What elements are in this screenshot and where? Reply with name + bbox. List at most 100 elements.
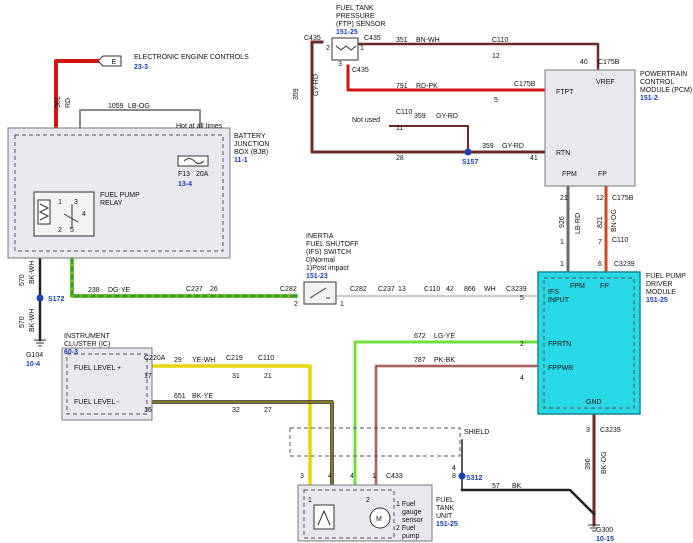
pcm-ftpt: FTPT — [556, 89, 574, 96]
pin-2-ftp: 2 — [326, 45, 330, 52]
pin-6: 6 — [598, 261, 602, 268]
pin-4-fppwr: 4 — [520, 375, 524, 382]
wire-dgye-label: DG-YE — [108, 287, 131, 294]
motor-icon — [369, 507, 391, 529]
wire-bnwh-351 — [350, 42, 600, 70]
splice-s172: S172 — [48, 296, 64, 303]
ftu-legend-4: 2 Fuel — [396, 525, 416, 532]
pin-672: 672 — [414, 333, 426, 340]
splice-icon — [36, 294, 44, 302]
pin-361: 361 — [55, 96, 62, 108]
pin-4-ftu: 4 — [328, 473, 332, 480]
fuse-amp: 20A — [196, 171, 209, 178]
pin-821: 821 — [597, 216, 604, 228]
wire-gyrd-1: GY-RD — [313, 74, 320, 96]
pin-866: 866 — [464, 286, 476, 293]
pin-1-ftp: 1 — [360, 45, 364, 52]
pin-791: 791 — [396, 83, 408, 90]
powertrain-control-module — [544, 69, 636, 187]
pin-396: 396 — [585, 458, 592, 470]
switch-icon — [309, 287, 330, 299]
wire-bkog-label: BK-OG — [601, 451, 608, 474]
pin-48b: 8 — [452, 473, 456, 480]
pin-32: 32 — [232, 407, 240, 414]
wire-rdpk-label: RD-PK — [416, 83, 438, 90]
relay-name-2: RELAY — [100, 200, 123, 207]
pin-3-ftp: 3 — [338, 61, 342, 68]
wire-pkbk-787 — [374, 364, 542, 487]
splice-s312-label: S312 — [466, 475, 482, 482]
conn-c435b: C435 — [364, 35, 381, 42]
pin-2-fprtn: 2 — [520, 341, 524, 348]
pin-21: 21 — [560, 195, 568, 202]
conn-c110b: C110 — [396, 109, 412, 116]
wire-lbog-label: LB-OG — [128, 103, 150, 110]
ftu-legend-5: pump — [402, 533, 420, 540]
fpdm-ifs-1: IFS — [548, 289, 559, 296]
g104-name: G104 — [26, 352, 43, 359]
wire-wh-label: WH — [484, 286, 496, 293]
fpdm-name-1: FUEL PUMP — [646, 273, 686, 280]
pin-4-ftu-b: 4 — [350, 473, 354, 480]
not-used: Not used — [352, 117, 380, 124]
wire-yewh-29 — [148, 364, 312, 487]
ftu-ref: 151-25 — [436, 521, 458, 528]
pin-17: 17 — [144, 373, 152, 380]
pin-12: 12 — [492, 53, 500, 60]
wire-gyrd-2: GY-RD — [436, 113, 458, 120]
pin-2-ifs: 2 — [294, 301, 298, 308]
conn-c110c: C110 — [612, 237, 628, 244]
pcm-rtn: RTN — [556, 150, 570, 157]
wire-lgye-672 — [353, 340, 542, 487]
fuse-ref: 13-4 — [178, 181, 192, 188]
sensor-icon — [313, 504, 335, 530]
conn-c219: C219 — [226, 355, 243, 362]
pin-57: 57 — [492, 483, 500, 490]
ftu-legend-1: 1 Fuel — [396, 501, 416, 508]
eec-pin: E — [112, 59, 117, 66]
ifs-name-1: INERTIA — [306, 233, 334, 240]
relay-pin-2: 2 — [58, 227, 62, 234]
pin-7: 7 — [598, 239, 602, 246]
ftu-sym-2: 2 — [366, 497, 370, 504]
conn-c175b-a: C175B — [598, 59, 620, 66]
instrument-cluster — [61, 347, 153, 421]
pcm-name-1: POWERTRAIN — [640, 71, 687, 78]
pin-3-ftu: 3 — [300, 473, 304, 480]
conn-c110d: C110 — [258, 355, 274, 362]
ground-icon — [34, 339, 46, 347]
splice-s312 — [458, 472, 466, 480]
ic-fuel-level-minus: FUEL LEVEL - — [74, 399, 120, 406]
wire-bnwh-label: BN-WH — [416, 37, 440, 44]
relay-name-1: FUEL PUMP — [100, 192, 140, 199]
conn-c3239a: C3239 — [506, 286, 527, 293]
pin-27: 27 — [264, 407, 272, 414]
pin-5-pcm: 5 — [494, 97, 498, 104]
pin-359b: 359 — [414, 113, 426, 120]
conn-c282b: C282 — [350, 286, 367, 293]
ic-name-2: CLUSTER (IC) — [64, 341, 110, 348]
relay-pin-1: 1 — [58, 199, 62, 206]
pin-238: 238 — [88, 287, 100, 294]
pcm-fp: FP — [598, 171, 607, 178]
shield-label: SHIELD — [464, 429, 489, 436]
fpdm-ifs-2: INPUT — [548, 297, 570, 304]
relay-pin-5: 5 — [70, 227, 74, 234]
wire-pkbk-label: PK-BK — [434, 357, 455, 364]
bjb-name-3: BOX (BJB) — [234, 149, 268, 156]
ftu-legend-3: sensor — [402, 517, 424, 524]
fpdm-fpm: FPM — [570, 283, 585, 290]
pin-12b: 12 — [596, 195, 604, 202]
fpdm-gnd: GND — [586, 399, 602, 406]
pcm-ref: 151-2 — [640, 95, 658, 102]
ftp-name-3: (FTP) SENSOR — [336, 21, 385, 28]
pin-3-gnd: 3 — [586, 427, 590, 434]
pin-41: 41 — [530, 155, 538, 162]
pin-16: 16 — [144, 407, 152, 414]
conn-c237a: C237 — [186, 286, 203, 293]
relay-coil-icon — [37, 199, 51, 225]
conn-c3239c: C3239 — [600, 427, 621, 434]
ftp-sensor — [331, 37, 359, 61]
conn-c110a: C110 — [492, 37, 508, 44]
ifs-ref: 151-23 — [306, 273, 328, 280]
